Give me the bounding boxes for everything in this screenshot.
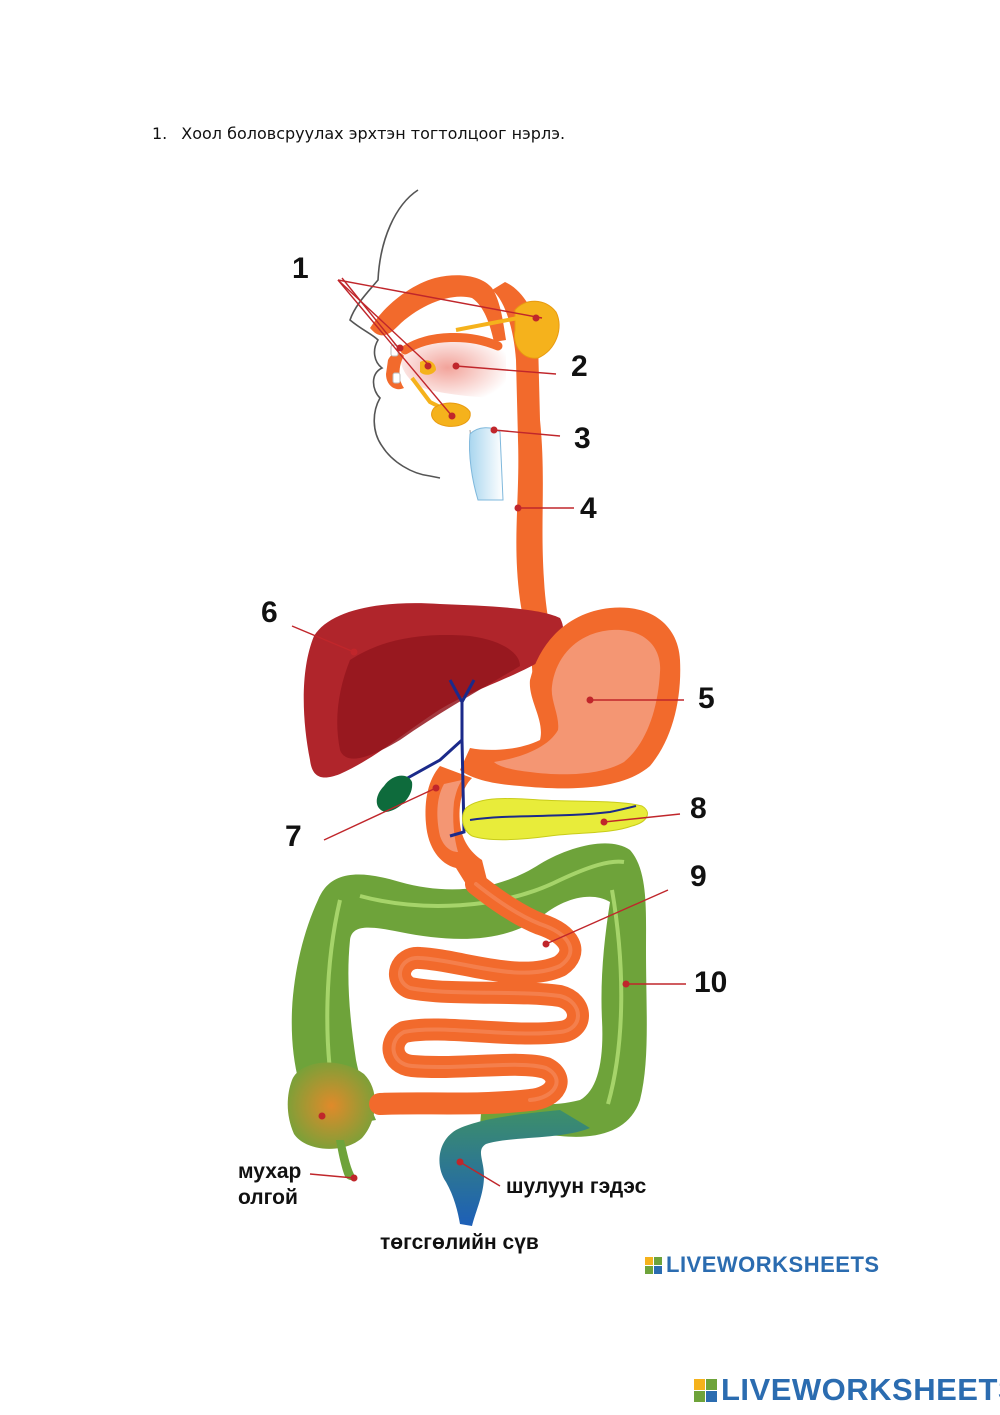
liveworksheets-logo-inner: LIVEWORKSHEETS <box>645 1252 880 1278</box>
logo-text-inner: LIVEWORKSHEETS <box>666 1252 880 1277</box>
nasal-cavity-shape <box>370 275 506 342</box>
tongue-outline <box>400 332 503 355</box>
logo-tiles-icon <box>694 1378 717 1402</box>
parotid-duct <box>455 316 519 332</box>
label-number-7: 7 <box>285 820 302 853</box>
liveworksheets-logo-footer: LIVEWORKSHEETS <box>694 1372 1000 1408</box>
leader-lines <box>291 277 686 1187</box>
logo-tiles-icon <box>645 1256 662 1274</box>
question-line: 1. Хоол боловсруулах эрхтэн тогтолцоог н… <box>152 124 565 143</box>
label-number-10: 10 <box>694 966 727 999</box>
stomach-inner <box>494 629 661 775</box>
label-number-2: 2 <box>571 350 588 383</box>
label-rectum: шулуун гэдэс <box>506 1175 647 1198</box>
label-number-1: 1 <box>292 252 309 285</box>
label-anus: төгсгөлийн сүв <box>380 1231 539 1254</box>
colon-shape <box>291 843 647 1137</box>
question-text: Хоол боловсруулах эрхтэн тогтолцоог нэрл… <box>181 124 566 143</box>
label-number-3: 3 <box>574 422 591 455</box>
question-number: 1. <box>152 124 168 143</box>
rectum-shape <box>439 1110 590 1226</box>
parotid-gland <box>513 300 560 359</box>
logo-text-footer: LIVEWORKSHEETS <box>721 1372 1000 1407</box>
label-cecum-line1: мухар <box>238 1160 301 1183</box>
colon-highlight-right <box>606 889 624 1105</box>
lips-shape <box>386 352 404 390</box>
label-cecum-line2: олгой <box>238 1186 298 1209</box>
appendix-shape <box>336 1140 356 1181</box>
cecum-shape <box>287 1062 376 1149</box>
label-number-4: 4 <box>580 492 597 525</box>
head-profile-outline <box>349 189 441 479</box>
liver-lobe-shade <box>337 635 520 759</box>
pancreatic-duct <box>469 805 637 821</box>
label-number-8: 8 <box>690 792 707 825</box>
label-number-6: 6 <box>261 596 278 629</box>
small-intestine-inner <box>391 882 580 1102</box>
trachea-shape <box>469 427 504 501</box>
label-number-9: 9 <box>690 860 707 893</box>
colon-highlight-top <box>359 859 625 908</box>
label-number-5: 5 <box>698 682 715 715</box>
bile-duct <box>403 679 476 838</box>
pancreas-shape <box>462 798 648 841</box>
duodenum-inner <box>437 780 462 852</box>
esophagus-shape <box>492 282 553 680</box>
lower-tooth <box>392 372 401 384</box>
